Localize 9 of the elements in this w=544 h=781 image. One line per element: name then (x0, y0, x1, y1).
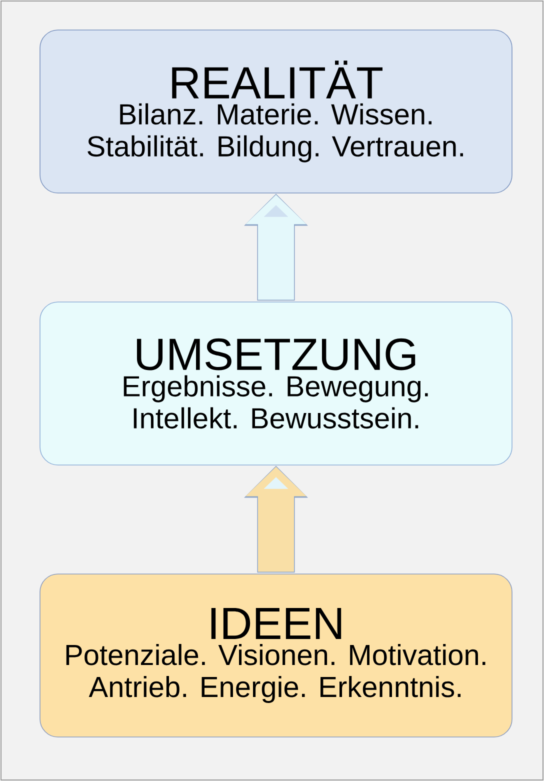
rounded-box (40, 574, 512, 738)
body-text: Bilanz. Materie. Wissen. Stabilität. Bildung. Vertrauen. (88, 103, 463, 162)
heading: UMSETZUNG (136, 338, 416, 370)
rounded-box (40, 30, 512, 194)
body-text: Potenziale. Visionen. Motivation. Antrieb. Energie. Erkenntnis. (66, 644, 486, 703)
heading: IDEEN (211, 608, 342, 639)
rounded-box (40, 302, 512, 466)
heading: REALITÄT (172, 60, 382, 98)
body-text: Ergebnisse. Bewegung. Intellekt. Bewusstsein. (124, 375, 428, 429)
